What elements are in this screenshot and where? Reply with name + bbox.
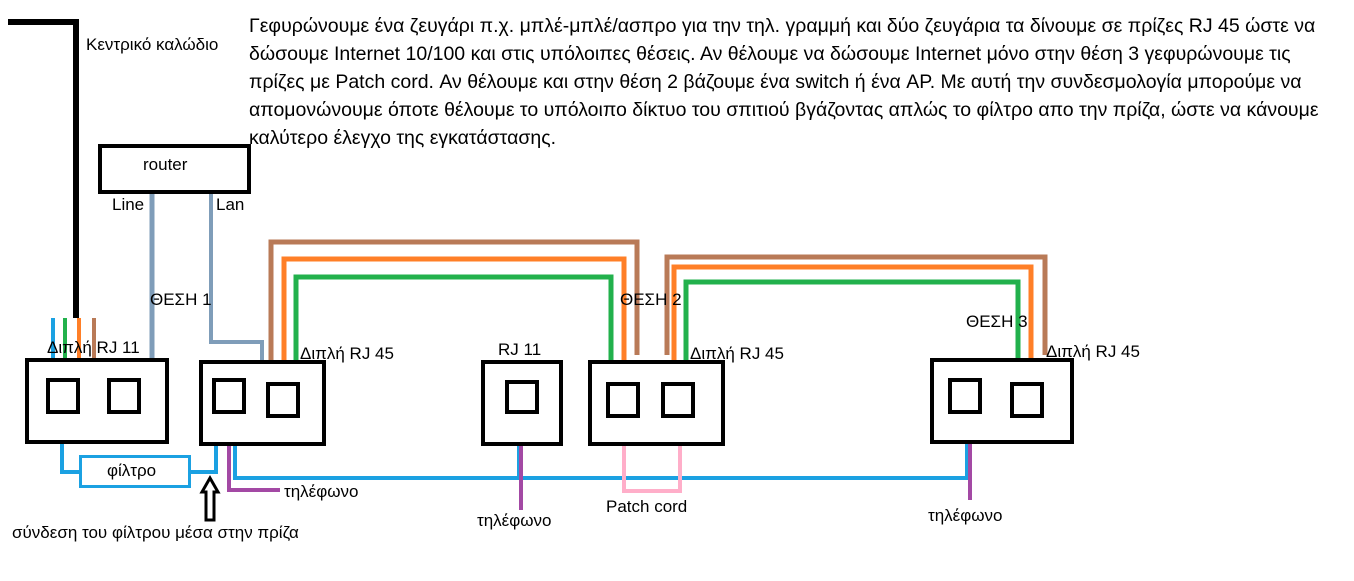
rj45-p1-port-2 (266, 382, 300, 418)
rj45-p3-port-1 (948, 378, 982, 414)
rj11-label: RJ 11 (498, 340, 542, 359)
main-cable-wire (8, 19, 79, 318)
filter-box (79, 455, 191, 488)
phone2-label: τηλέφωνο (477, 511, 552, 530)
double-rj45-label-2: Διπλή RJ 45 (690, 344, 784, 363)
rj45-p2-port-2 (661, 382, 695, 418)
brown-run-1 (268, 239, 640, 382)
green-run-1 (293, 274, 614, 388)
double-rj45-label-1: Διπλή RJ 45 (300, 344, 394, 363)
rj45-socket-position2 (588, 360, 725, 446)
filter-connection-label: σύνδεση του φίλτρου μέσα στην πρίζα (12, 523, 299, 542)
router-box (98, 144, 251, 194)
brown-run-2 (664, 254, 1048, 355)
orange-run-1 (281, 256, 627, 388)
line-label: Line (112, 195, 145, 214)
rj11-single-port (505, 380, 539, 414)
rj11-port-1 (46, 378, 80, 414)
main-cable-label: Κεντρικό καλώδιο (86, 35, 219, 54)
patch-cord-label: Patch cord (606, 497, 688, 516)
rj45-p2-port-1 (606, 382, 640, 418)
phone1-label: τηλέφωνο (284, 482, 359, 501)
rj45-p1-port-1 (212, 378, 246, 414)
description-text: Γεφυρώνουμε ένα ζευγάρι π.χ. μπλέ-μπλέ/α… (249, 15, 1319, 149)
double-rj45-label-3: Διπλή RJ 45 (1046, 342, 1140, 361)
orange-run-2 (671, 264, 1034, 388)
rj11-port-2 (107, 378, 141, 414)
rj45-p3-port-2 (1010, 382, 1044, 418)
lan-label: Lan (216, 195, 245, 214)
position3-label: ΘΕΣΗ 3 (966, 312, 1028, 331)
phone3-label: τηλέφωνο (928, 506, 1003, 525)
position2-label: ΘΕΣΗ 2 (620, 290, 682, 309)
double-rj11-label: Διπλή RJ 11 (47, 338, 140, 357)
green-run-2 (683, 279, 1021, 388)
router-label: router (143, 155, 188, 174)
filter-label: φίλτρο (107, 461, 157, 480)
position1-label: ΘΕΣΗ 1 (150, 290, 212, 309)
up-arrow (199, 474, 221, 522)
